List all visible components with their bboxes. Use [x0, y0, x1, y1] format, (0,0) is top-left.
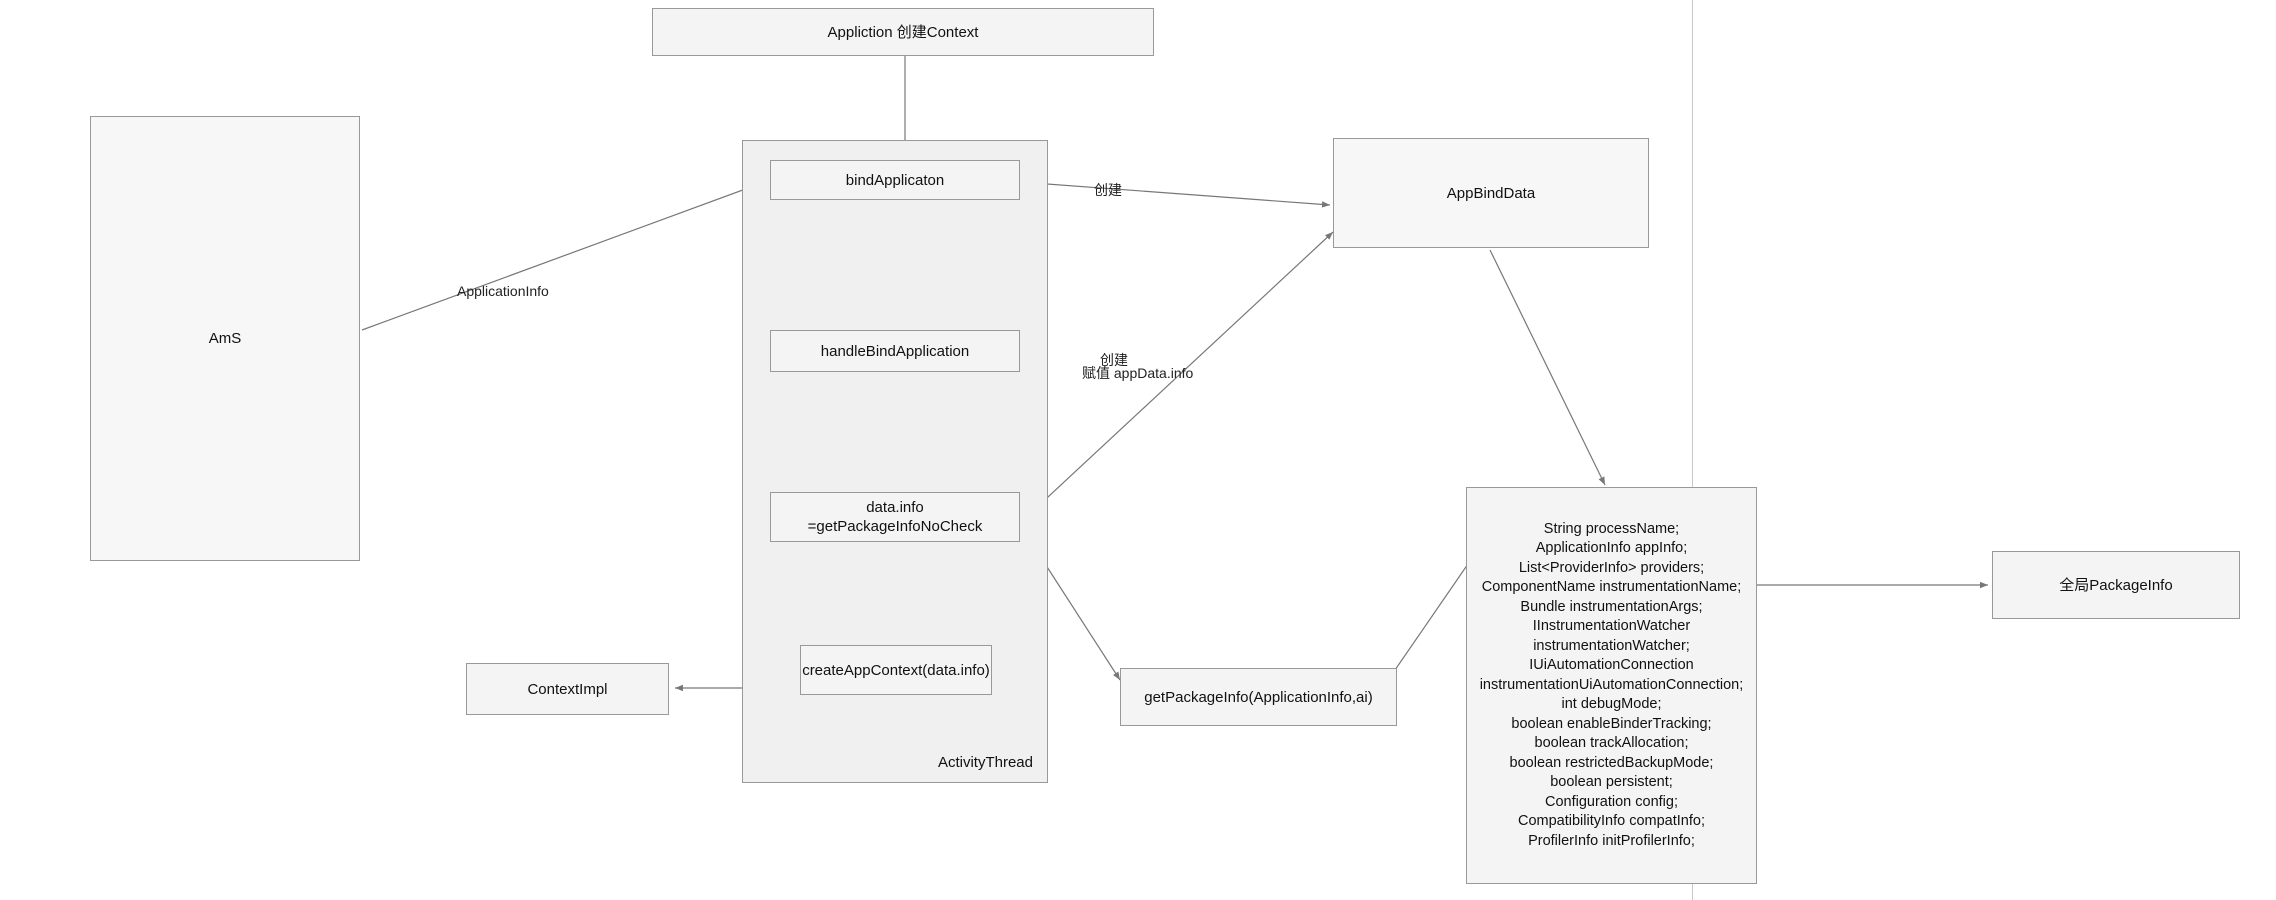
node-getpackageinfo[interactable]: getPackageInfo(ApplicationInfo,ai)	[1120, 668, 1397, 726]
edge-ams-to-bindapplicaton	[361, 179, 771, 331]
page-divider-line	[1692, 0, 1693, 900]
node-appliction-create-context[interactable]: Appliction 创建Context	[652, 8, 1154, 56]
node-data-info-getpackageinfonocheck[interactable]: data.info =getPackageInfoNoCheck	[770, 492, 1020, 542]
node-createappcontext[interactable]: createAppContext(data.info)	[800, 645, 992, 695]
edge-label-create-2: 创建	[1100, 352, 1128, 368]
edge-label-create-1: 创建	[1094, 182, 1122, 198]
edge-appbinddata-to-fields	[1489, 249, 1606, 486]
node-contextimpl[interactable]: ContextImpl	[466, 663, 669, 715]
node-global-packageinfo[interactable]: 全局PackageInfo	[1992, 551, 2240, 619]
node-appbinddata[interactable]: AppBindData	[1333, 138, 1649, 248]
edge-label-applicationinfo: ApplicationInfo	[457, 283, 549, 299]
node-ams[interactable]: AmS	[90, 116, 360, 561]
edge-bindapplicaton-to-appbinddata	[1019, 181, 1331, 208]
node-appbinddata-fields[interactable]: String processName; ApplicationInfo appI…	[1466, 487, 1757, 884]
node-bindapplicaton[interactable]: bindApplicaton	[770, 160, 1020, 200]
edge-label-assign-appdata-info: 赋值 appData.info	[1082, 365, 1194, 381]
node-handlebindapplication[interactable]: handleBindApplication	[770, 330, 1020, 372]
